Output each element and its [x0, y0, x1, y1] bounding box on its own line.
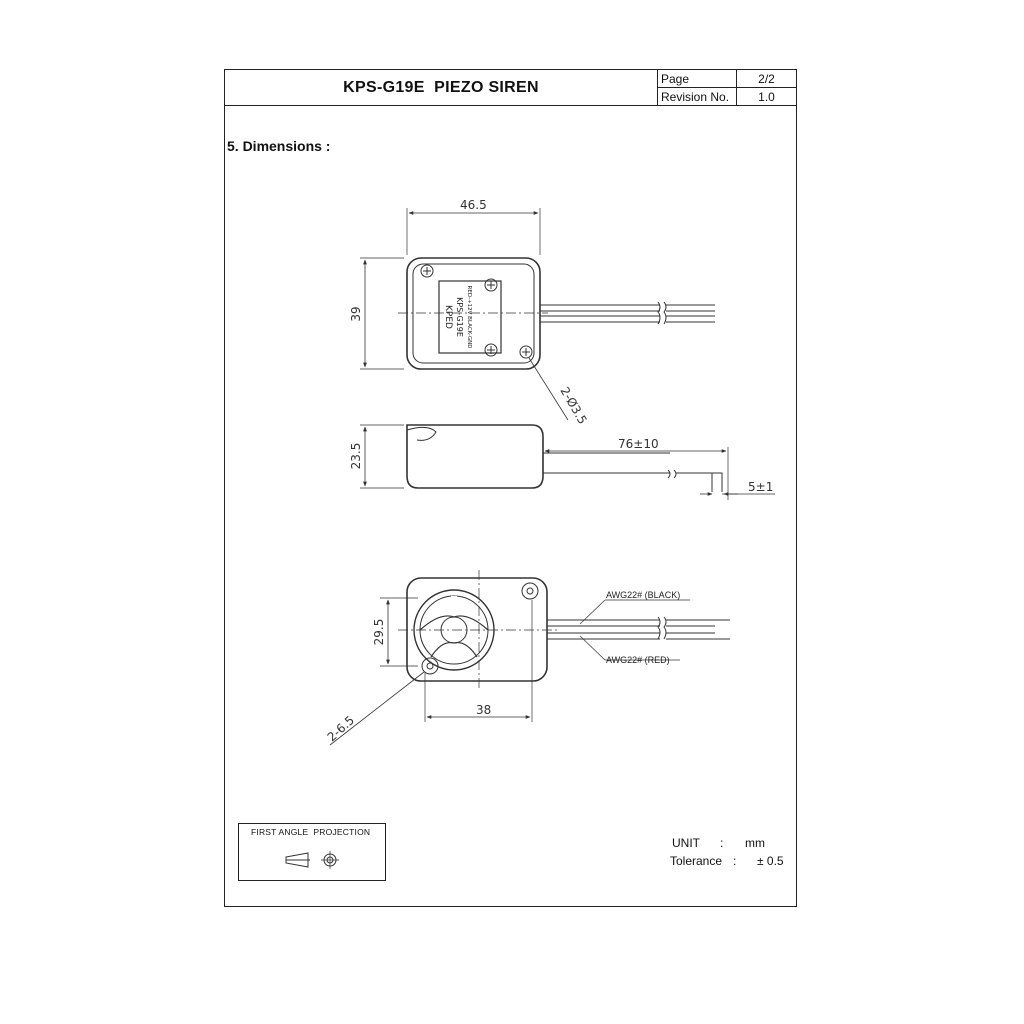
revision-value: 1.0: [737, 88, 796, 106]
dim-height: 39: [349, 306, 363, 321]
projection-label: FIRST ANGLE PROJECTION: [251, 827, 371, 837]
device-brand: KPED: [443, 305, 453, 329]
device-model: KPS-G19E: [455, 297, 464, 337]
revision-label: Revision No.: [658, 88, 737, 106]
unit-label: UNIT: [672, 836, 700, 850]
section-title: 5. Dimensions :: [227, 138, 331, 154]
tolerance-value: ± 0.5: [757, 854, 784, 868]
wire-label-red: AWG22# (RED): [606, 655, 670, 665]
dim-width: 46.5: [460, 198, 487, 212]
tolerance-separator: :: [733, 854, 737, 868]
top-view: [360, 208, 715, 421]
page-label: Page: [658, 70, 737, 88]
page-value: 2/2: [737, 70, 796, 88]
dim-depth: 23.5: [349, 443, 363, 470]
dim-inner-width: 38: [476, 703, 492, 717]
projection-symbol: [285, 851, 339, 869]
dim-wire-length: 76±10: [618, 437, 659, 451]
dim-hole-callout: 2-Ø3.5: [557, 385, 589, 427]
dim-mount-callout: 2-6.5: [325, 713, 357, 744]
wire-label-black: AWG22# (BLACK): [606, 590, 681, 600]
document-title: KPS-G19E PIEZO SIREN: [225, 70, 658, 106]
drawing-sheet: KPS-G19E PIEZO SIREN Page 2/2 Revision N…: [224, 69, 797, 907]
projection-box: FIRST ANGLE PROJECTION: [238, 823, 386, 881]
bottom-view: [329, 570, 730, 746]
unit-separator: :: [720, 836, 724, 850]
tolerance-label: Tolerance: [670, 854, 723, 868]
dim-inner-height: 29.5: [372, 619, 386, 646]
device-wiring: RED-+12V BLACK-GND: [466, 286, 472, 349]
dim-strip-length: 5±1: [748, 480, 774, 494]
side-view: [360, 424, 775, 500]
unit-value: mm: [745, 836, 765, 850]
